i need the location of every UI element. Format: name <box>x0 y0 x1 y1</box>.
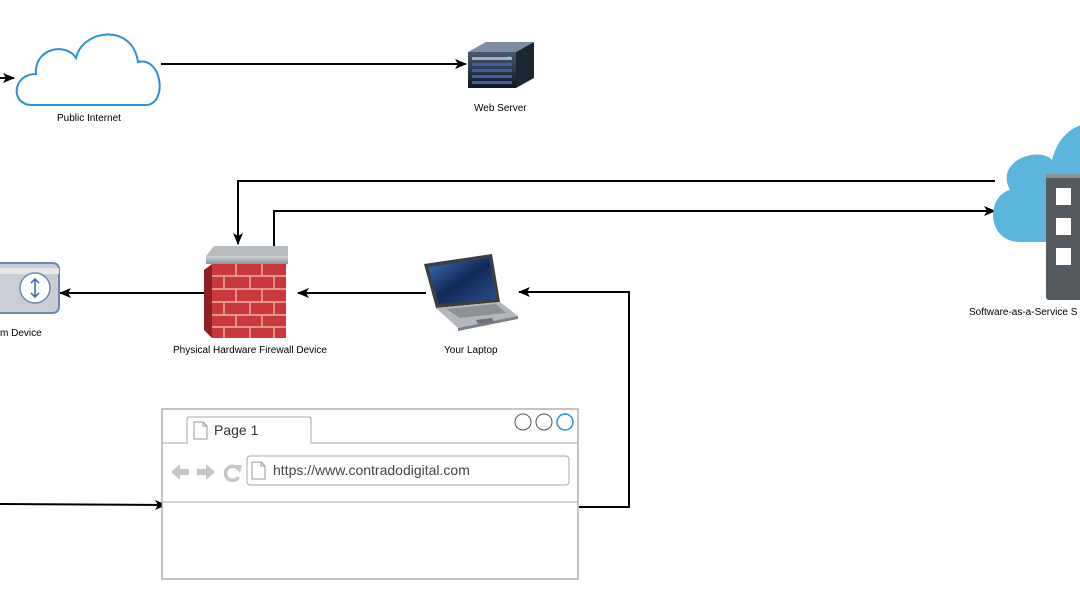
address-bar[interactable] <box>246 455 570 486</box>
cloud-icon <box>15 33 161 106</box>
web-server-label: Web Server <box>474 103 527 114</box>
laptop-label: Your Laptop <box>444 345 498 356</box>
url-page-icon <box>251 461 266 480</box>
laptop-icon <box>424 254 518 331</box>
url-text: https://www.contradodigital.com <box>273 462 470 478</box>
firewall-label: Physical Hardware Firewall Device <box>173 345 327 356</box>
server-icon <box>468 42 534 88</box>
browser-window: Page 1 https://www.contradodigital.com <box>161 408 579 580</box>
modem-icon <box>0 262 60 314</box>
forward-arrow-icon[interactable] <box>197 464 215 480</box>
cloud-building-icon <box>993 125 1080 300</box>
tab-label: Page 1 <box>214 422 259 438</box>
window-button-maximize[interactable] <box>535 413 553 431</box>
connector-firewall-to-saas <box>273 206 996 247</box>
connector-saas-to-firewall <box>233 180 995 245</box>
back-arrow-icon[interactable] <box>171 464 189 480</box>
page-icon <box>193 421 208 440</box>
window-button-close[interactable] <box>556 413 574 431</box>
saas-label: Software-as-a-Service S <box>969 307 1078 318</box>
firewall-brick-icon <box>204 246 288 338</box>
browser-tab[interactable] <box>186 416 312 444</box>
public-internet-label: Public Internet <box>57 113 121 124</box>
connector-left-to-browser <box>0 499 167 510</box>
reload-icon[interactable] <box>223 464 242 483</box>
modem-label: m Device <box>0 328 42 339</box>
connector-browser-to-laptop <box>518 287 630 508</box>
window-button-minimize[interactable] <box>514 413 532 431</box>
